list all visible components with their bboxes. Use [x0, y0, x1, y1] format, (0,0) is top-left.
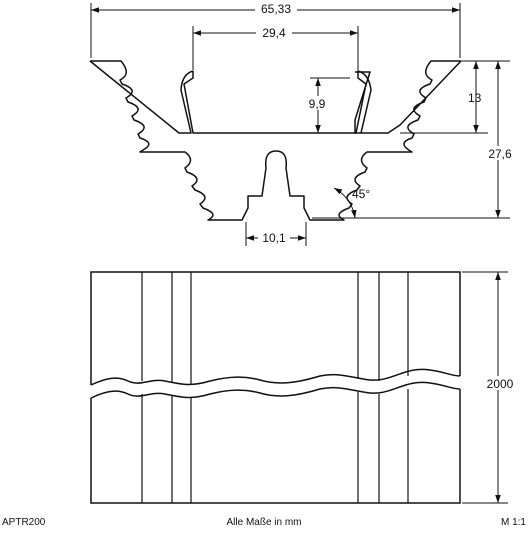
dim-base-width-label: 10,1: [262, 231, 286, 245]
part-number: APTR200: [2, 517, 46, 528]
dim-overall-width-label: 65,33: [261, 2, 291, 16]
units-note: Alle Maße in mm: [226, 517, 302, 528]
break-line-upper: [90, 368, 461, 386]
dim-length: 2000: [462, 271, 518, 504]
side-view-top: [90, 271, 461, 385]
side-view-bottom: [90, 389, 461, 504]
dim-length-label: 2000: [487, 377, 514, 391]
profile-cross-section: [90, 60, 462, 221]
side-view: [90, 271, 461, 504]
dim-wing-height-label: 13: [468, 91, 482, 105]
dim-inner-width-label: 29,4: [262, 26, 286, 40]
dim-overall-width: 65,33: [90, 1, 461, 58]
dim-inner-width: 29,4: [192, 25, 359, 70]
dim-base-width: 10,1: [245, 222, 307, 246]
dim-angle: 45°: [333, 187, 370, 219]
dim-wing-height: 13: [400, 60, 488, 134]
side-view-lines-lower: [141, 389, 409, 503]
dim-angle-label: 45°: [352, 187, 370, 201]
dim-inner-depth-label: 9,9: [309, 97, 326, 111]
scale-label: M 1:1: [500, 517, 526, 528]
profile-channel: [89, 60, 372, 134]
side-view-lines-upper: [141, 272, 409, 384]
dim-total-height-label: 27,6: [488, 147, 512, 161]
dim-inner-depth: 9,9: [305, 77, 350, 133]
dim-total-height: 27,6: [312, 60, 516, 219]
break-line-lower: [90, 381, 461, 399]
